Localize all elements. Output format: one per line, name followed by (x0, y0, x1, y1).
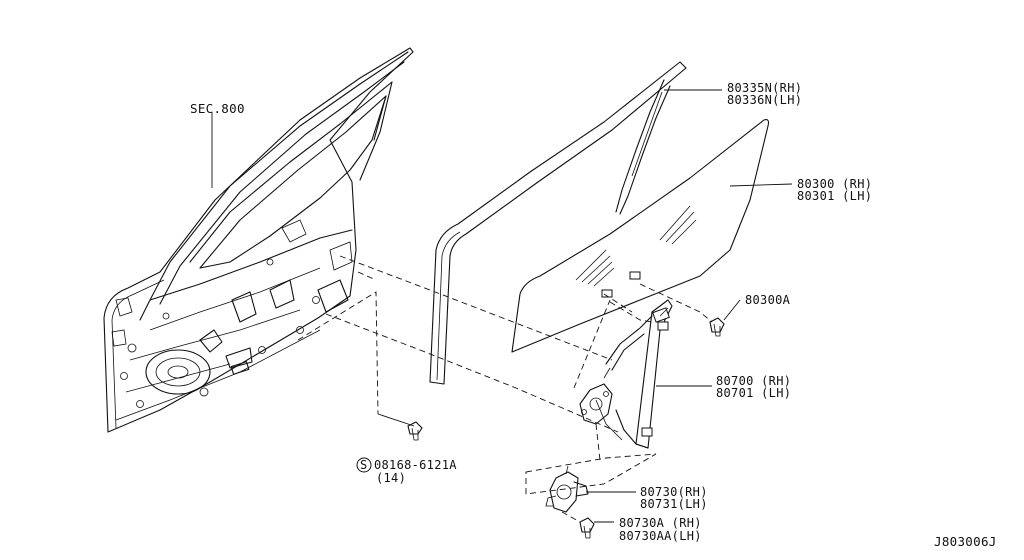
diagram-id: J803006J (934, 534, 997, 549)
label-glass-lh: 80301 (LH) (797, 189, 872, 203)
door-glass (511, 119, 770, 353)
label-regulator-rh: 80700 (RH) (716, 374, 791, 388)
label-sash-lh: 80336N(LH) (727, 93, 802, 107)
label-screw-lh: 80730AA(LH) (619, 529, 702, 543)
label-clip: 80300A (745, 293, 791, 307)
clip-fastener (709, 317, 725, 337)
label-motor-lh: 80731(LH) (640, 497, 708, 511)
label-bolt-symbol: S (360, 458, 368, 472)
label-screw-rh: 80730A (RH) (619, 516, 702, 530)
bolt-callout: S 08168-6121A (14) (356, 457, 457, 485)
label-regulator-lh: 80701 (LH) (716, 386, 791, 400)
window-regulator (579, 299, 673, 449)
label-sec800: SEC.800 (190, 101, 245, 116)
label-bolt-part: 08168-6121A (374, 458, 457, 472)
door-panel (103, 47, 414, 433)
leader-lines (211, 89, 793, 523)
s-symbol-circle (356, 457, 372, 473)
label-motor-rh: 80730(RH) (640, 485, 708, 499)
assembly-lines (297, 255, 713, 523)
bolt-fastener (407, 421, 423, 441)
glass-run-channel (429, 61, 687, 385)
regulator-motor (545, 465, 589, 513)
screw-fastener (579, 517, 595, 539)
label-sash-rh: 80335N(RH) (727, 81, 802, 95)
label-glass-rh: 80300 (RH) (797, 177, 872, 191)
label-bolt-qty: (14) (376, 471, 406, 485)
